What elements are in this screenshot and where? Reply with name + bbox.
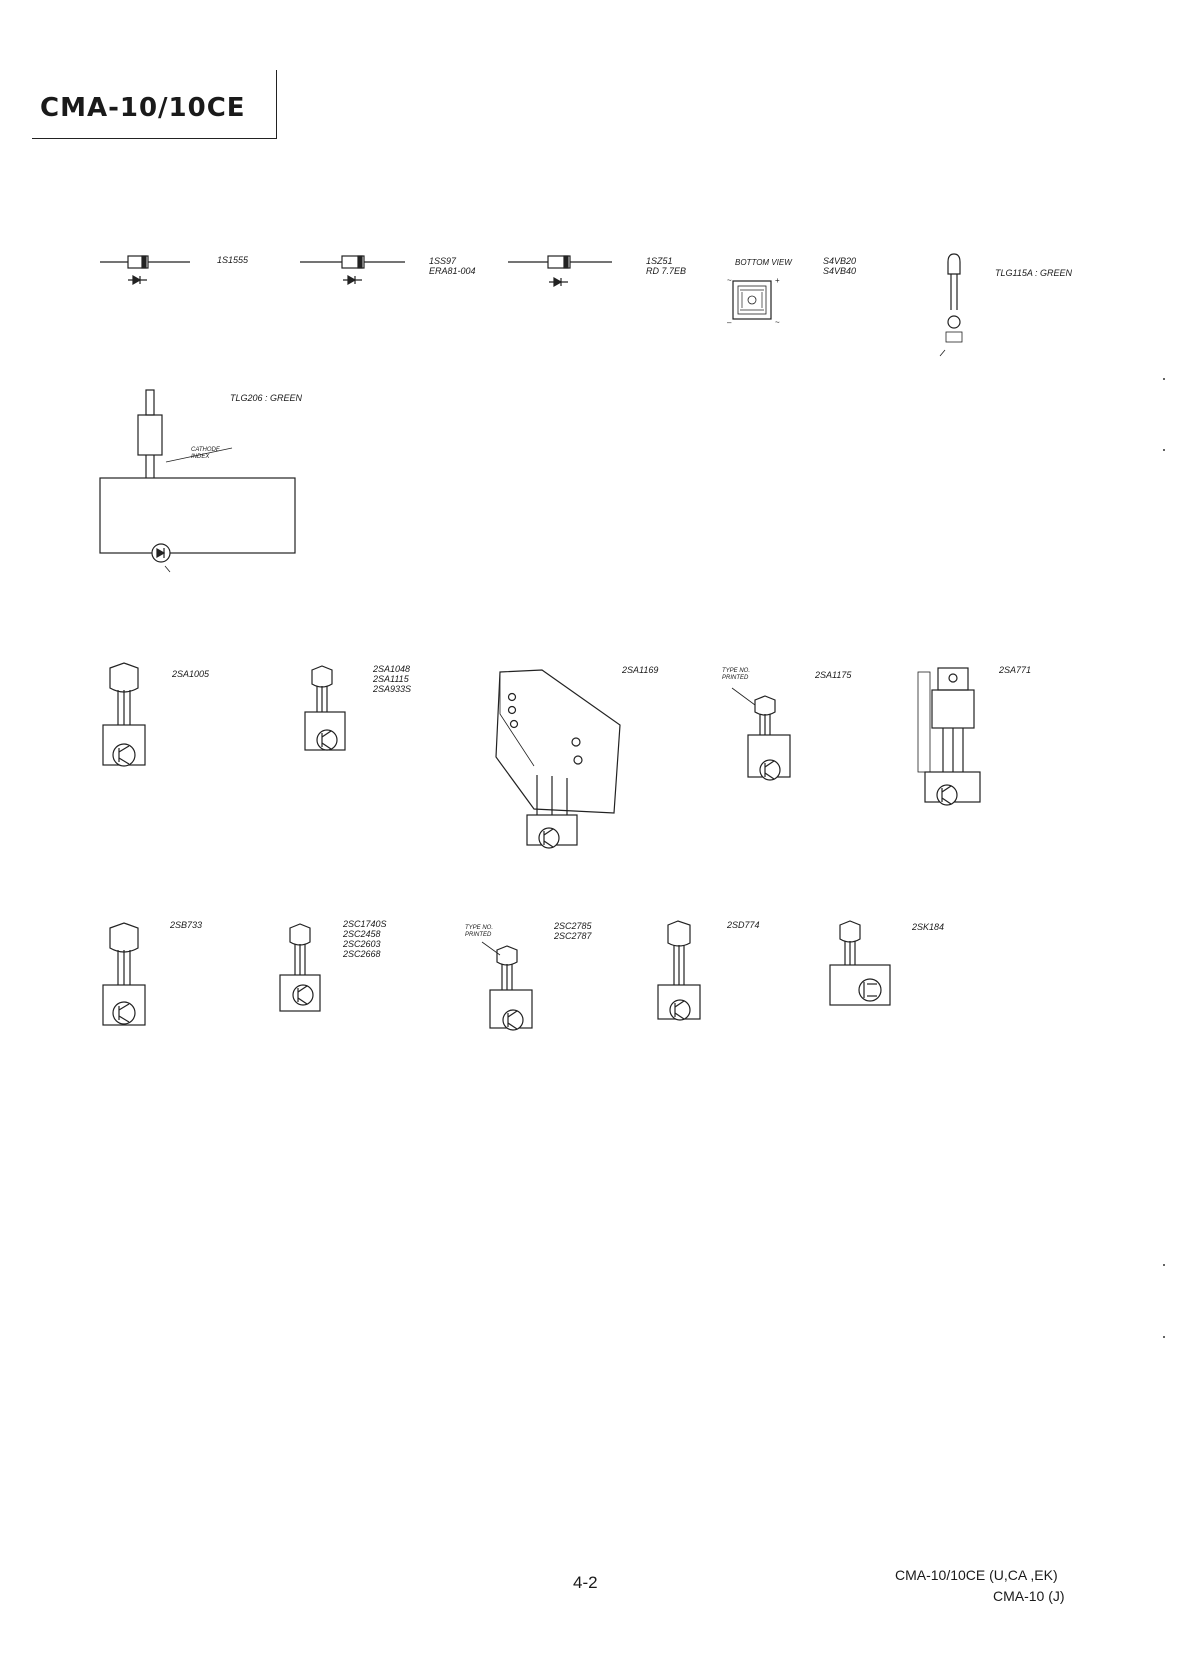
type-no-printed-2: TYPE NO. PRINTED xyxy=(465,925,493,939)
label-2sb733: 2SB733 xyxy=(170,920,203,930)
diode-3-label: 1SZ51 RD 7.7EB xyxy=(646,256,686,276)
diode-2-label: 1SS97 ERA81-004 xyxy=(429,256,476,276)
transistor-2sc2785 xyxy=(481,941,533,1031)
svg-text:+: + xyxy=(775,276,780,285)
diode-2 xyxy=(300,255,405,286)
bridge-view-label: BOTTOM VIEW xyxy=(735,258,792,267)
transistor-2sa1169 xyxy=(495,669,621,849)
transistor-2sa1005 xyxy=(102,662,146,767)
diode-3 xyxy=(508,255,612,288)
label-2sa1048-group: 2SA1048 2SA1115 2SA933S xyxy=(373,664,411,694)
led-1 xyxy=(939,253,963,357)
label-2sa1048: 2SA1048 xyxy=(373,664,411,674)
cathode-word: CATHODE xyxy=(191,447,220,453)
type-no-word-2: TYPE NO. xyxy=(465,925,494,931)
svg-text:~: ~ xyxy=(775,318,780,327)
transistor-2sa771 xyxy=(917,667,981,806)
label-2sk184: 2SK184 xyxy=(912,922,945,932)
margin-dot xyxy=(1163,1336,1165,1338)
label-2sa1175: 2SA1175 xyxy=(815,670,852,680)
label-2sc2458: 2SC2458 xyxy=(343,929,381,939)
svg-text:~: ~ xyxy=(727,276,732,285)
type-no-printed-1: TYPE NO. PRINTED xyxy=(722,668,750,682)
cathode-index-label: CATHODE INDEX xyxy=(191,447,220,461)
type-no-word-1: TYPE NO. xyxy=(722,668,751,674)
label-2sc2668: 2SC2668 xyxy=(343,949,381,959)
index-word: INDEX xyxy=(191,454,210,460)
title-side-rule xyxy=(276,70,277,138)
margin-dot xyxy=(1163,1264,1165,1266)
transistor-2sb733 xyxy=(102,922,146,1026)
label-2sa933s: 2SA933S xyxy=(373,684,412,694)
label-2sc1740s: 2SC1740S xyxy=(343,919,387,929)
diode-2-part-1: 1SS97 xyxy=(429,256,457,266)
led-2 xyxy=(99,389,296,573)
bridge-part-2: S4VB40 xyxy=(823,266,857,276)
label-2sa1005: 2SA1005 xyxy=(172,669,210,679)
page-title: CMA-10/10CE xyxy=(40,93,246,123)
margin-dot xyxy=(1163,378,1165,380)
diode-2-part-2: ERA81-004 xyxy=(429,266,476,276)
page-number: 4-2 xyxy=(573,1573,598,1592)
label-2sa771: 2SA771 xyxy=(999,665,1032,675)
printed-word-2: PRINTED xyxy=(465,932,492,938)
svg-text:–: – xyxy=(727,318,732,327)
label-2sa1115: 2SA1115 xyxy=(373,674,409,684)
bridge-part-labels: S4VB20 S4VB40 xyxy=(823,256,856,276)
transistor-2sd774 xyxy=(657,920,701,1021)
transistor-2sa1175 xyxy=(731,687,791,781)
transistor-2sc1740s xyxy=(279,923,321,1012)
bridge-part-1: S4VB20 xyxy=(823,256,857,266)
bridge-rectifier: + ~ – ~ xyxy=(727,276,780,327)
footer-model-line-1: CMA-10/10CE (U,CA ,EK) xyxy=(895,1567,1058,1583)
label-2sc2785: 2SC2785 xyxy=(554,921,592,931)
label-2sc2785-group: 2SC2785 2SC2787 xyxy=(554,921,592,941)
diode-1-label: 1S1555 xyxy=(217,255,249,265)
label-2sa1169: 2SA1169 xyxy=(622,665,659,675)
footer-model-line-2: CMA-10 (J) xyxy=(993,1588,1065,1604)
printed-word-1: PRINTED xyxy=(722,675,749,681)
label-2sc2787: 2SC2787 xyxy=(554,931,592,941)
diode-3-part-2: RD 7.7EB xyxy=(646,266,687,276)
title-underline xyxy=(32,138,277,139)
label-2sc1740s-group: 2SC1740S 2SC2458 2SC2603 2SC2668 xyxy=(343,919,387,959)
label-2sd774: 2SD774 xyxy=(727,920,760,930)
label-2sc2603: 2SC2603 xyxy=(343,939,381,949)
diode-3-part-1: 1SZ51 xyxy=(646,256,673,266)
transistor-2sa1048 xyxy=(304,665,346,751)
led-1-label: TLG115A : GREEN xyxy=(995,268,1073,278)
led-2-label: TLG206 : GREEN xyxy=(230,393,303,403)
margin-dot xyxy=(1163,449,1165,451)
transistor-2sk184 xyxy=(829,920,891,1006)
diode-1 xyxy=(100,255,190,286)
